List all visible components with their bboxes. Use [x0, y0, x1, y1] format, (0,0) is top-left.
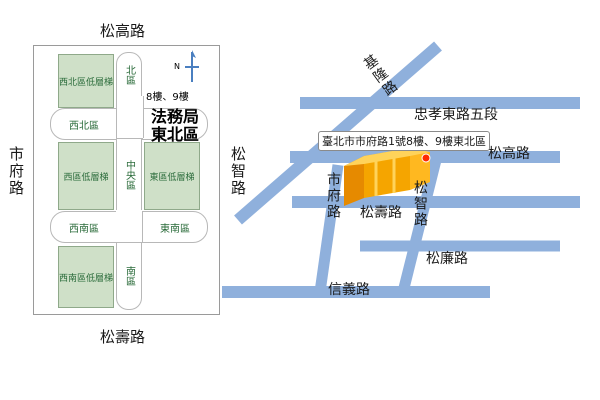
zone-west-south: 西南區 [50, 211, 118, 243]
zone-west-north: 西北區 [50, 108, 118, 140]
north-arrow-icon [185, 50, 199, 82]
address-callout: 臺北市市府路1號8樓、9樓東北區 [318, 131, 490, 151]
street-left-label: 市府路 [7, 146, 25, 197]
road-songzhi [397, 158, 442, 294]
label-xinyi: 信義路 [328, 282, 370, 298]
street-bottom-label: 松壽路 [100, 328, 146, 346]
street-top-label: 松高路 [100, 22, 146, 40]
label-zhongxiao: 忠孝東路五段 [414, 107, 498, 123]
zone-east-low: 東區低層梯 [144, 142, 200, 210]
label-shifu-map: 市府路 [325, 172, 341, 220]
road-shifu [314, 164, 344, 293]
label-songgao-map: 松高路 [488, 146, 530, 162]
dept-label-line1: 法務局 [150, 107, 199, 126]
label-songzhi-map: 松智路 [412, 180, 428, 228]
zone-east-south: 東南區 [142, 211, 208, 243]
zone-east-north-highlight [142, 108, 208, 140]
dept-label: 法務局 東北區 [144, 108, 206, 144]
corridor-link-top [116, 96, 144, 138]
label-shoulu-map: 松壽路 [360, 205, 402, 221]
zone-south: 南區 [116, 242, 142, 310]
north-letter: N [174, 62, 180, 71]
dept-label-line2: 東北區 [150, 125, 199, 144]
floor-note: 8樓、9樓 [146, 92, 189, 103]
label-songlian: 松廉路 [426, 251, 468, 267]
zone-sw-low: 西南區低層梯 [58, 246, 114, 308]
zone-nw-low: 西北區低層梯 [58, 54, 114, 108]
location-marker-icon [421, 153, 431, 163]
corridor-link-bottom [116, 210, 142, 242]
zone-north: 北區 [116, 52, 142, 98]
street-right-label: 松智路 [229, 146, 247, 197]
zone-west-low: 西區低層梯 [58, 142, 114, 210]
floor-plan: 西北區 西南區 東南區 北區 中央區 南區 西北區低層梯 西區低層梯 東區低層梯… [33, 45, 220, 315]
